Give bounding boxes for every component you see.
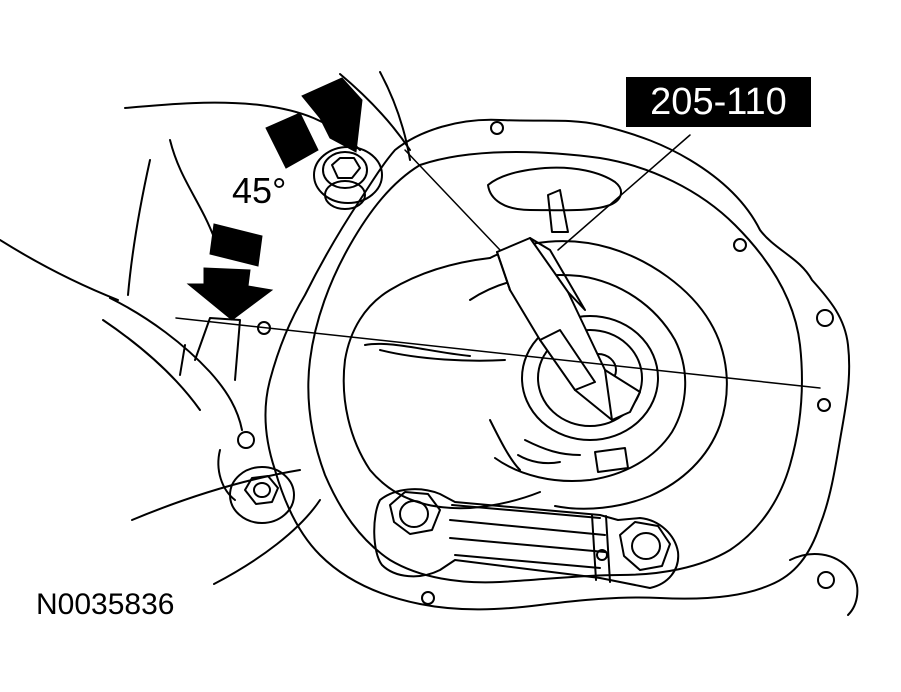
lower-bolt xyxy=(229,466,295,524)
case-flange xyxy=(264,118,851,611)
corner-structure xyxy=(217,449,859,616)
upper-bolt xyxy=(313,146,383,210)
shift-bracket xyxy=(373,488,680,589)
figure-id-label: N0035836 xyxy=(36,588,175,621)
special-tool-205-110 xyxy=(496,237,641,421)
rotation-arrow-icon xyxy=(186,223,274,321)
tool-number-callout: 205-110 xyxy=(626,77,811,127)
inner-cavity xyxy=(342,166,728,510)
leader-lines xyxy=(175,134,821,389)
rotation-arrow-icon xyxy=(265,77,363,169)
engine-block-lines xyxy=(0,71,411,585)
flange-holes xyxy=(237,121,835,605)
rotation-angle-label: 45° xyxy=(232,170,287,211)
